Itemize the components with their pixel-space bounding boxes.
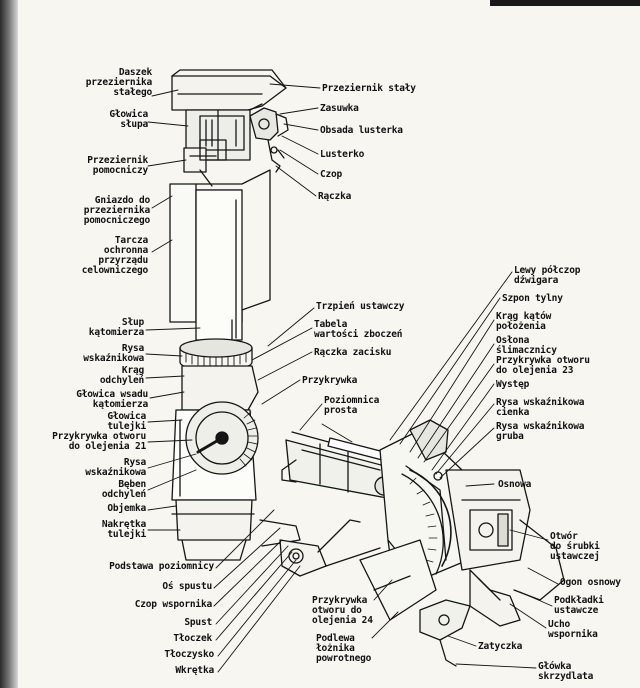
- label-wkretka: Wkrętka: [175, 665, 214, 676]
- label-przeziernik-pomocniczy: Przeziernik pomocniczy: [87, 155, 148, 176]
- label-przykrywka: Przykrywka: [302, 375, 358, 386]
- page-edge-shadow: [490, 0, 640, 6]
- label-objemka: Objemka: [107, 503, 146, 514]
- leader-lines: [145, 83, 559, 673]
- label-ogon: Ogon osnowy: [560, 577, 621, 588]
- label-slup: Słup kątomierza: [88, 317, 144, 338]
- label-zasuwka: Zasuwka: [320, 103, 359, 114]
- label-poziomnica: Poziomnica prosta: [324, 395, 380, 416]
- label-czop-wspornika: Czop wspornika: [134, 599, 212, 610]
- label-krag-odchylen: Krąg odchyleń: [99, 365, 144, 386]
- label-rysa-gruba: Rysa wskaźnikowa gruba: [496, 421, 585, 442]
- label-szpon: Szpon tylny: [502, 293, 563, 304]
- label-podkladki: Podkładki ustawcze: [554, 595, 604, 616]
- label-gniazdo: Gniazdo do przeziernika pomocniczego: [83, 195, 150, 226]
- label-tloczysko: Tłoczysko: [164, 649, 214, 660]
- label-lusterko: Lusterko: [320, 149, 365, 160]
- label-glowica-wsadu: Głowica wsadu kątomierza: [76, 389, 148, 410]
- label-spust: Spust: [184, 617, 212, 628]
- label-rysa-wskaznikowa-2: Rysa wskaźnikowa: [85, 457, 146, 478]
- label-trzpien: Trzpień ustawczy: [316, 301, 405, 312]
- label-os-spustu: Oś spustu: [162, 581, 212, 592]
- label-przykrywka-23: Przykrywka otworu do olejenia 23: [496, 355, 590, 376]
- trigger-assembly: [279, 519, 381, 577]
- trunnion-assembly: [281, 419, 565, 667]
- label-tloczek: Tłoczek: [173, 633, 212, 644]
- label-oslona: Osłona ślimacznicy: [496, 335, 557, 356]
- label-otwor-srubki: Otwór do śrubki ustawczej: [550, 531, 600, 562]
- label-przykrywka-21: Przykrywka otworu do olejenia 21: [52, 431, 146, 452]
- label-tabela: Tabela wartości zboczeń: [314, 319, 403, 340]
- label-wystep: Występ: [496, 379, 530, 390]
- label-raczka: Rączka: [318, 191, 352, 202]
- label-ucho: Ucho wspornika: [548, 619, 598, 640]
- label-obsada: Obsada lusterka: [320, 125, 403, 136]
- label-przykrywka-24: Przykrywka otworu do olejenia 24: [312, 595, 373, 626]
- label-podlewa: Podlewa łożnika powrotnego: [316, 633, 372, 664]
- label-daszek: Daszek przeziernika stałego: [85, 67, 152, 98]
- binding-shadow: [0, 0, 18, 688]
- label-nakretka: Nakrętka tulejki: [101, 519, 146, 540]
- label-osnowa: Osnowa: [498, 479, 532, 490]
- label-przeziernik-staly: Przeziernik stały: [322, 83, 416, 94]
- label-beben: Bęben odchyleń: [101, 479, 146, 500]
- label-krag-katow: Krąg kątów położenia: [496, 311, 552, 332]
- label-tarcza: Tarcza ochronna przyrządu celowniczego: [81, 235, 148, 276]
- label-glowka: Główka skrzydlata: [538, 661, 594, 682]
- label-lewy-polczop: Lewy półczop dźwigara: [514, 265, 581, 286]
- label-czop: Czop: [320, 169, 343, 180]
- column-assembly: [169, 69, 301, 561]
- label-rysa-wskaznikowa-1: Rysa wskaźnikowa: [83, 343, 144, 364]
- label-raczka-zacisku: Rączka zacisku: [314, 347, 392, 358]
- label-rysa-cienka: Rysa wskaźnikowa cienka: [496, 397, 585, 418]
- label-glowica-slupa: Głowica słupa: [109, 109, 148, 130]
- label-glowica-tulejki: Głowica tulejki: [107, 411, 146, 432]
- label-zatyczka: Zatyczka: [478, 641, 523, 652]
- label-podstawa: Podstawa poziomnicy: [109, 561, 214, 572]
